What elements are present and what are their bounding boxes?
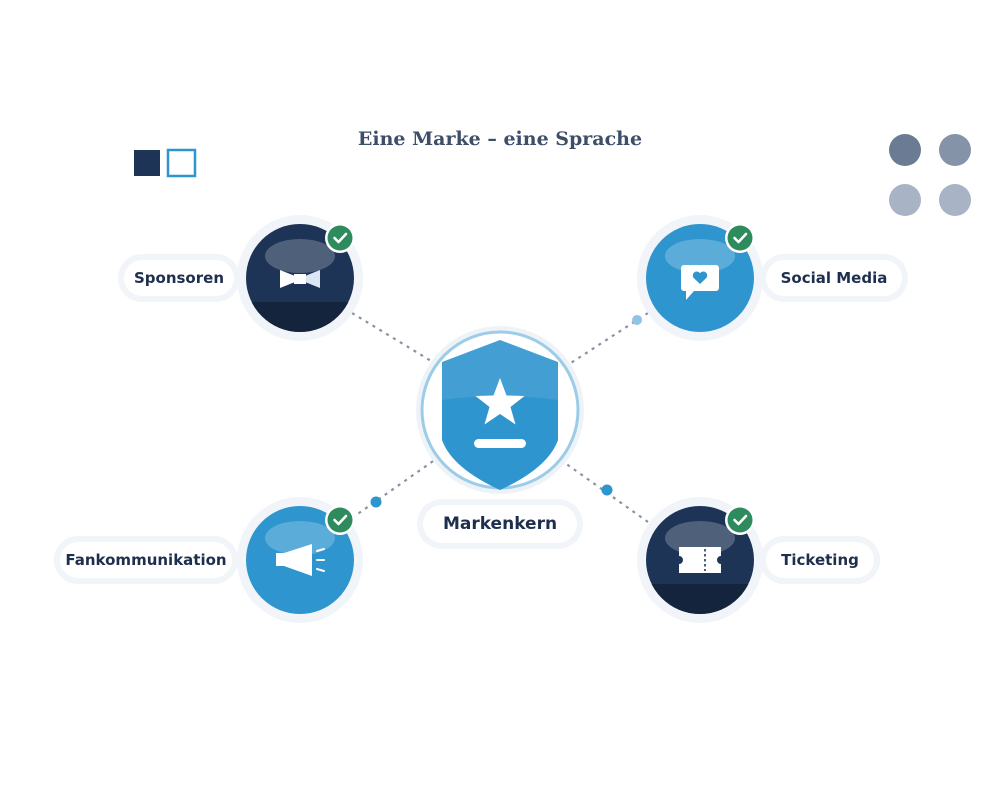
node-sponsoren bbox=[237, 215, 363, 341]
check-icon bbox=[325, 505, 355, 535]
node-fankommunikation bbox=[237, 497, 363, 623]
shield-star-icon bbox=[442, 340, 558, 490]
diagram-title: Eine Marke – eine Sprache bbox=[357, 128, 643, 150]
check-icon bbox=[725, 505, 755, 535]
connector-dot bbox=[632, 315, 642, 325]
connector-dot bbox=[601, 484, 613, 496]
connector-ticketing bbox=[557, 457, 649, 523]
label-social-media: Social Media bbox=[766, 260, 902, 296]
bowtie-icon bbox=[280, 270, 320, 288]
center-node bbox=[416, 326, 584, 494]
label-sponsoren: Sponsoren bbox=[124, 260, 234, 296]
megaphone-icon bbox=[276, 544, 325, 576]
connector-dot bbox=[370, 496, 382, 508]
label-markenkern: Markenkern bbox=[423, 505, 577, 543]
decor-dots bbox=[889, 134, 971, 216]
node-ticketing bbox=[637, 497, 763, 623]
ticket-icon bbox=[679, 547, 721, 573]
connector-fankommunikation bbox=[351, 451, 447, 519]
connector-sponsoren bbox=[351, 312, 447, 371]
label-fankommunikation: Fankommunikation bbox=[60, 542, 232, 578]
label-ticketing: Ticketing bbox=[766, 542, 874, 578]
chat-heart-icon bbox=[681, 265, 719, 300]
node-social-media bbox=[637, 215, 763, 341]
decor-squares bbox=[134, 148, 197, 178]
check-icon bbox=[725, 223, 755, 253]
check-icon bbox=[325, 223, 355, 253]
